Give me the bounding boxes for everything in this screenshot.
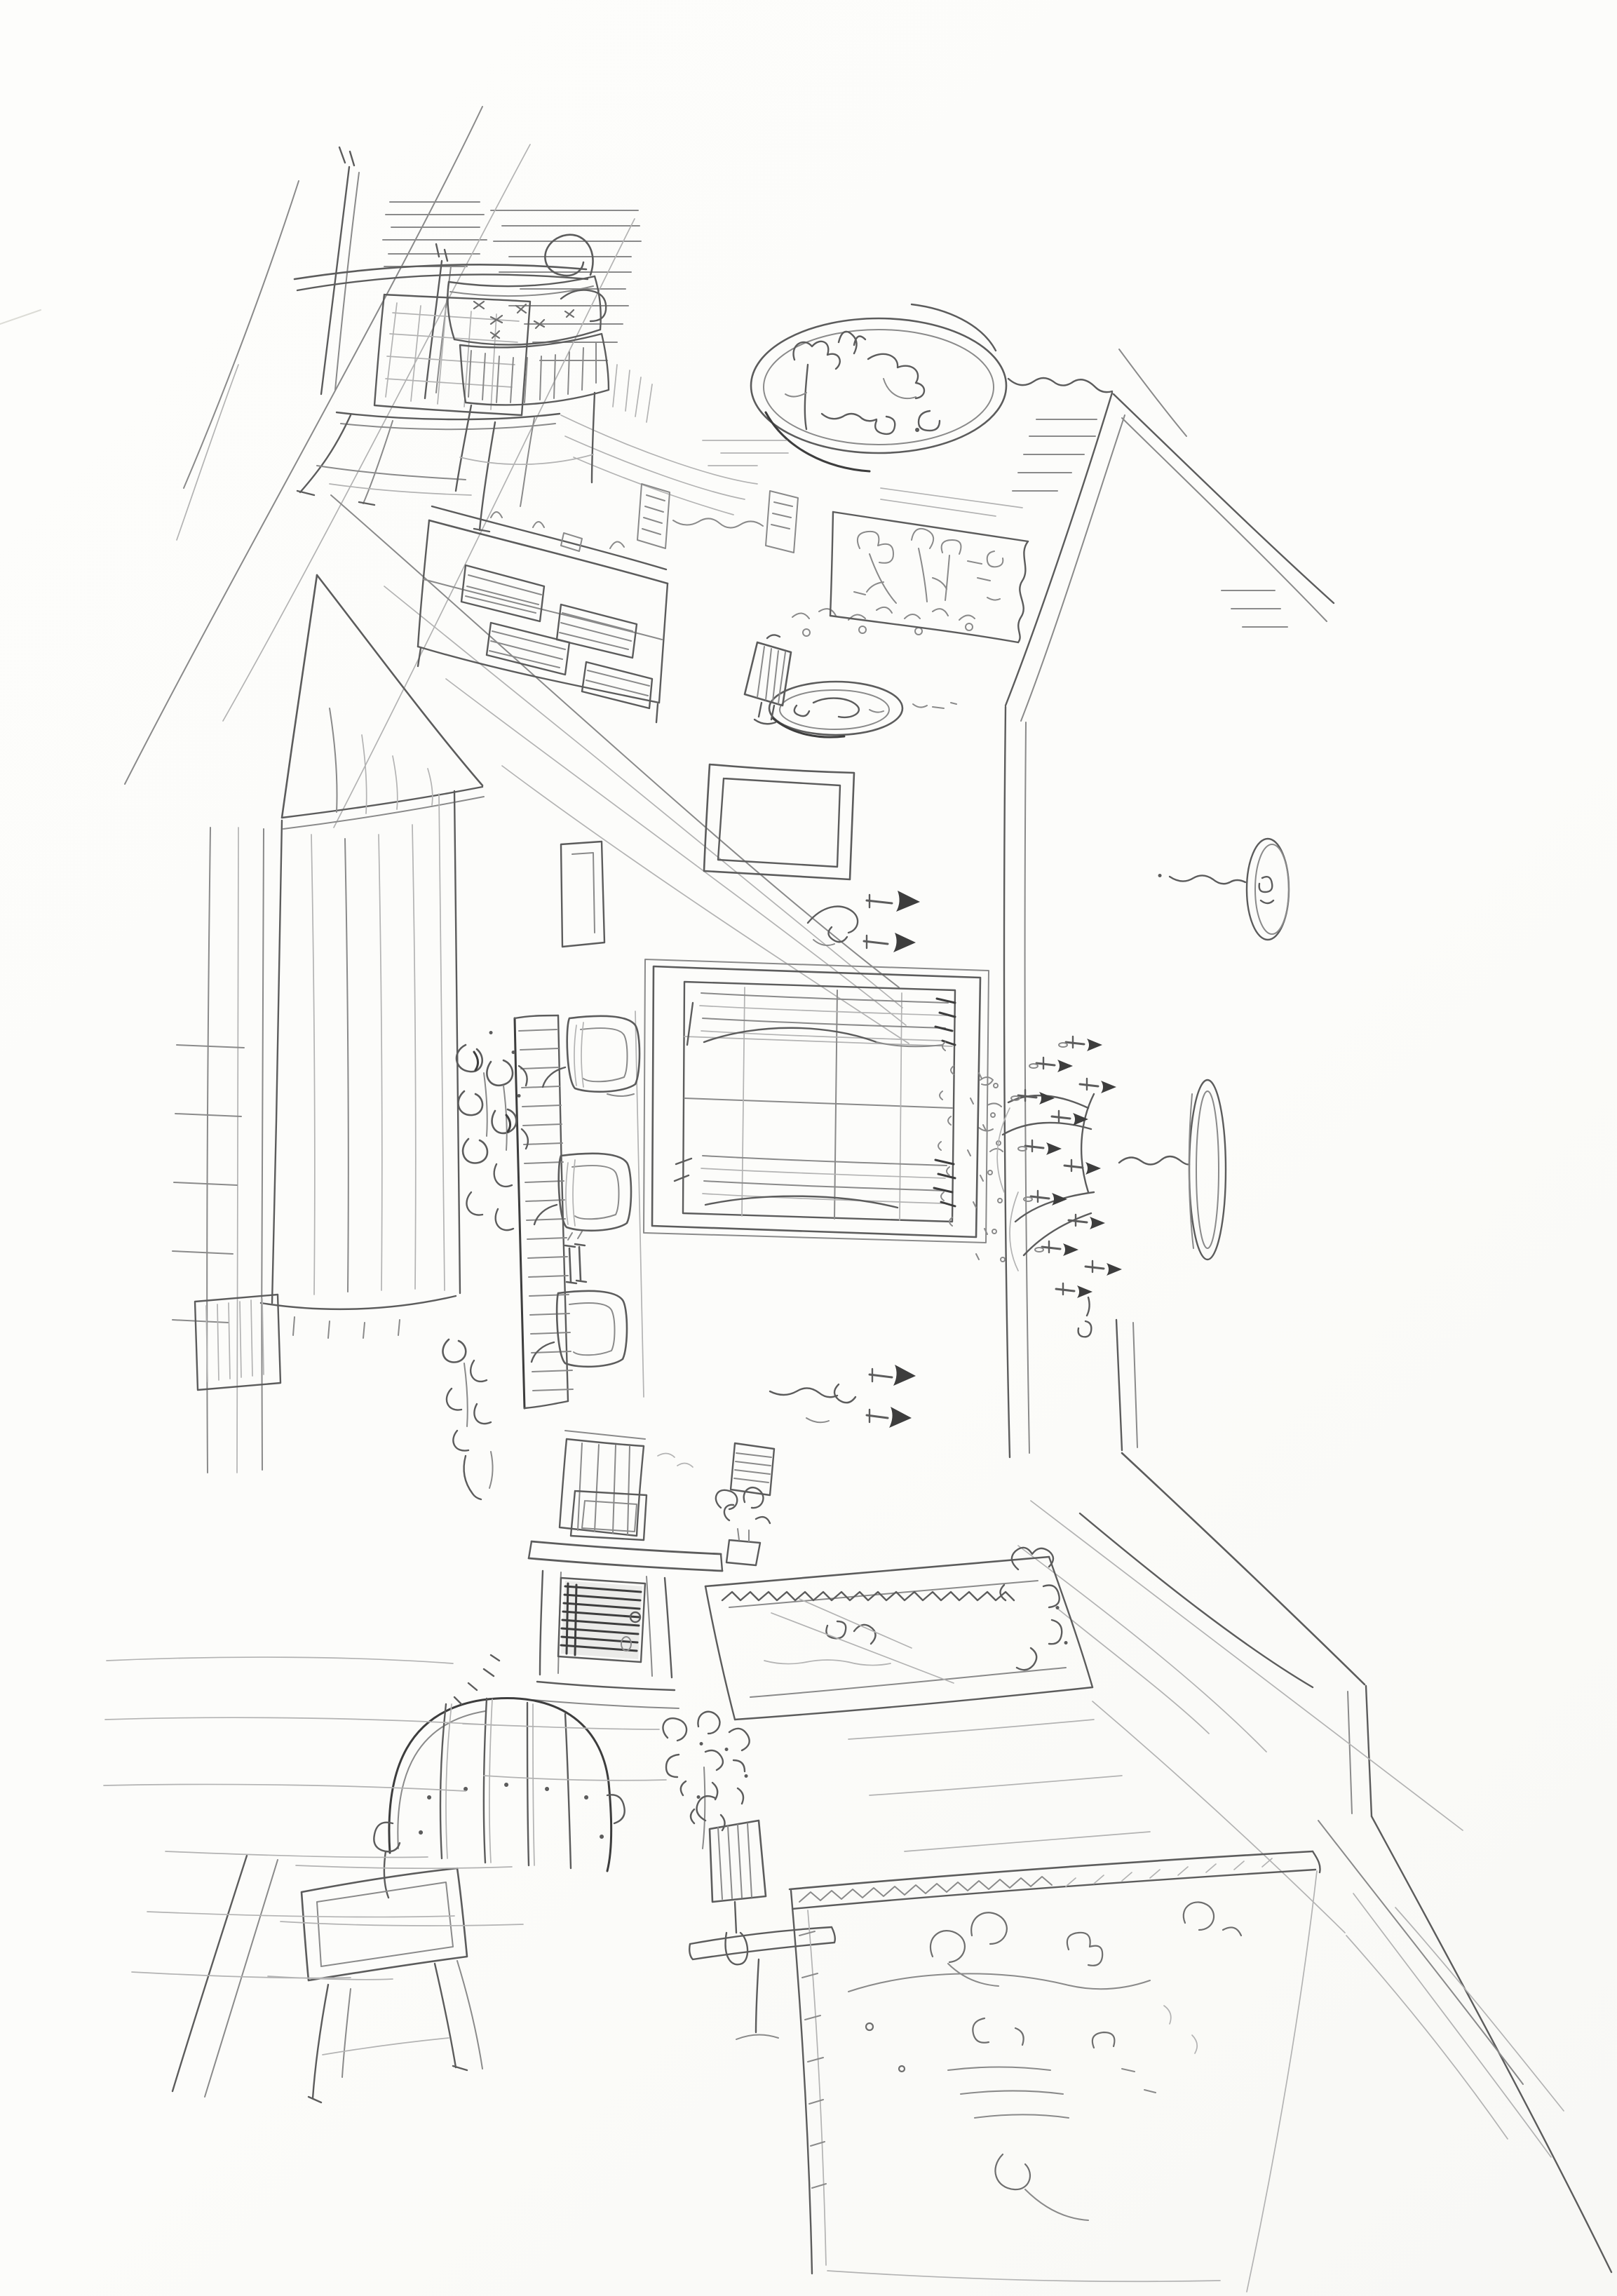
oval-medallion: [702, 303, 1114, 473]
empty-picture-frame: [560, 763, 855, 948]
fireplace: [527, 1442, 776, 1709]
candle-sconce-lower: [657, 1365, 916, 1468]
floral-rug: [788, 1850, 1321, 2292]
side-chair: [293, 146, 589, 533]
pleated-lamp: [743, 634, 792, 725]
window-with-drapes: [643, 959, 989, 1243]
perspective-lines-right: [978, 349, 1613, 2274]
candle-sconce-upper: [806, 891, 920, 952]
settee: [300, 1654, 625, 2104]
flower-table-lamp: [662, 1710, 836, 2040]
perspective-lines-left: [124, 106, 909, 1044]
botanical-artwork: [829, 487, 1029, 644]
corner-drape: [259, 574, 485, 1339]
ornate-rug: [704, 1546, 1094, 1721]
scroll-bench: [447, 234, 653, 492]
floral-centerpiece: [442, 1031, 529, 1501]
paper-crease: [0, 309, 41, 325]
oval-platter: [768, 680, 957, 738]
floorboards: [103, 1656, 1564, 2140]
dining-chairs: [530, 1015, 641, 1368]
wall-paneling-left: [171, 827, 282, 2098]
chandelier: [938, 837, 1290, 1338]
dining-table: [513, 1011, 644, 1410]
end-chair: [558, 1430, 646, 1537]
china-hutch: [417, 483, 799, 724]
garland: [672, 518, 975, 637]
